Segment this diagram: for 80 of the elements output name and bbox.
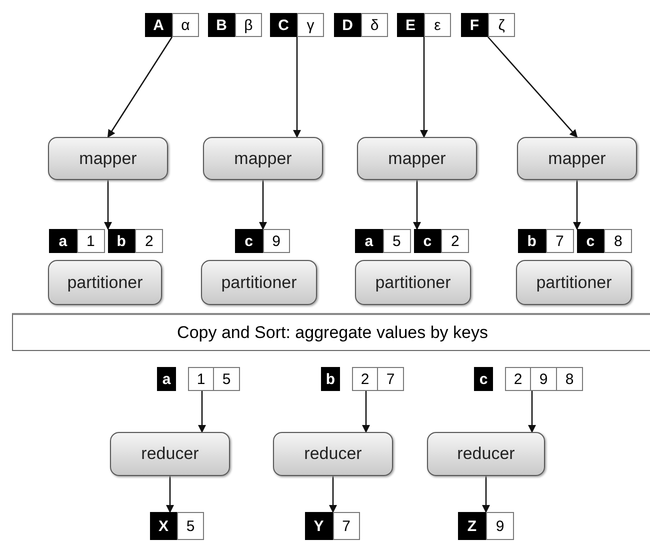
value-cell: δ (361, 13, 388, 37)
arrow (528, 391, 536, 433)
box-label: reducer (457, 444, 515, 464)
value-cell: 9 (262, 229, 290, 253)
arrow (362, 391, 370, 433)
value-cell: β (235, 13, 262, 37)
value-cell: 5 (214, 367, 240, 391)
key-cell: b (321, 367, 340, 391)
value-cell: ζ (488, 13, 515, 37)
arrow (166, 476, 174, 513)
process-box (516, 260, 632, 305)
box-label: mapper (388, 148, 446, 168)
process-box (273, 432, 393, 476)
value-cell: α (172, 13, 199, 37)
value-cell: 8 (557, 367, 583, 391)
arrow (420, 37, 428, 138)
arrow (413, 180, 421, 230)
process-box (110, 432, 230, 476)
box-label: partitioner (536, 272, 612, 292)
key-cell: B (208, 13, 235, 37)
box-label: reducer (304, 444, 362, 464)
key-cell: a (355, 229, 383, 253)
value-cell: 2 (135, 229, 163, 253)
value-cell: γ (297, 13, 324, 37)
box-label: partitioner (221, 272, 297, 292)
process-box (203, 137, 323, 180)
value-cell: 5 (177, 512, 204, 540)
box-label: Copy and Sort: aggregate values by keys (177, 322, 488, 342)
value-cell: 2 (441, 229, 469, 253)
key-cell: a (49, 229, 77, 253)
process-box (48, 137, 168, 180)
key-cell: c (474, 367, 493, 391)
value-cell: 9 (531, 367, 557, 391)
value-cell: 2 (505, 367, 531, 391)
process-box (48, 260, 162, 305)
box-label: mapper (548, 148, 606, 168)
process-box (201, 260, 317, 305)
arrow (482, 476, 490, 513)
box-label: partitioner (375, 272, 451, 292)
process-box (517, 137, 637, 180)
key-cell: D (334, 13, 361, 37)
process-box (357, 137, 477, 180)
value-cell: ε (424, 13, 451, 37)
arrow (488, 36, 578, 138)
arrow (104, 180, 112, 230)
key-cell: X (150, 512, 177, 540)
process-box (355, 260, 471, 305)
key-cell: b (518, 229, 546, 253)
arrow (573, 180, 581, 230)
arrow (293, 37, 301, 138)
box-label: reducer (141, 444, 199, 464)
key-cell: F (461, 13, 488, 37)
value-cell: 1 (188, 367, 214, 391)
key-cell: c (576, 229, 604, 253)
key-cell: C (270, 13, 297, 37)
value-cell: 5 (382, 229, 410, 253)
box-label: partitioner (67, 272, 143, 292)
process-box (427, 432, 545, 476)
arrow (329, 476, 337, 513)
value-cell: 8 (604, 229, 632, 253)
arrow (259, 180, 267, 230)
box-label: mapper (234, 148, 292, 168)
key-cell: c (235, 229, 262, 253)
key-cell: Z (458, 512, 486, 540)
arrow (198, 391, 206, 433)
stage-band (12, 313, 650, 351)
value-cell: 2 (352, 367, 378, 391)
value-cell: 9 (486, 512, 514, 540)
key-cell: E (397, 13, 424, 37)
key-cell: A (145, 13, 172, 37)
value-cell: 7 (546, 229, 574, 253)
box-label: mapper (79, 148, 137, 168)
key-cell: a (157, 367, 176, 391)
value-cell: 7 (332, 512, 360, 540)
value-cell: 1 (76, 229, 104, 253)
arrow (107, 36, 173, 138)
value-cell: 7 (378, 367, 404, 391)
key-cell: c (414, 229, 442, 253)
key-cell: Y (305, 512, 332, 540)
key-cell: b (108, 229, 136, 253)
